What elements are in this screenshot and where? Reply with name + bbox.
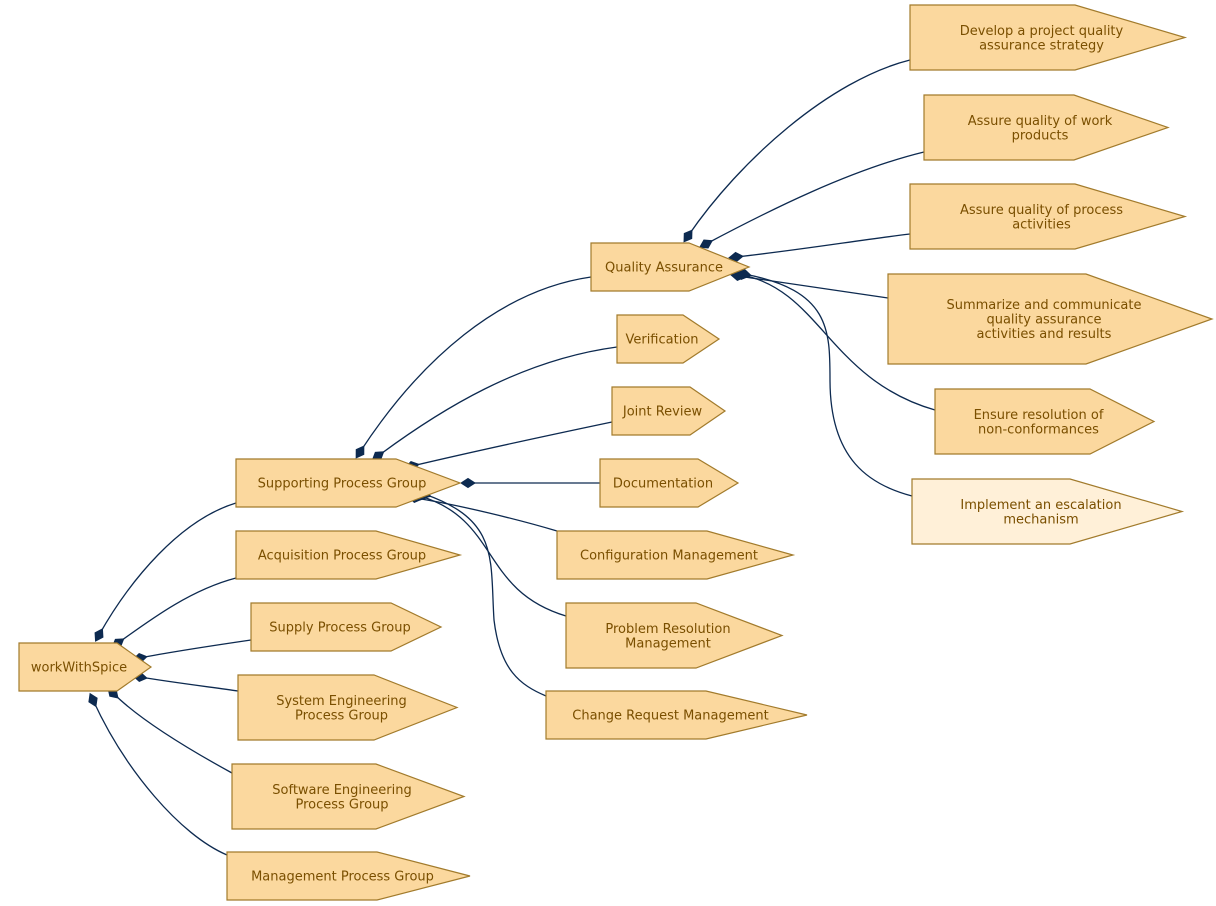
edge-qa-qa1	[687, 59, 911, 237]
node-label: Problem Resolution	[605, 622, 730, 637]
node-label: Process Group	[295, 708, 388, 723]
node-shape	[545, 690, 808, 740]
node-label: quality assurance	[986, 313, 1101, 328]
node-label: Supply Process Group	[269, 621, 410, 636]
node-label: Supporting Process Group	[258, 477, 427, 492]
composition-diamond-icon	[355, 445, 365, 459]
node-label: Management	[625, 636, 711, 651]
edge-root-acq	[117, 577, 237, 644]
node-joint[interactable]: Joint Review	[611, 386, 727, 436]
edge-qa-qa3	[735, 233, 911, 258]
node-label: Implement an escalation	[960, 498, 1121, 513]
node-label: Software Engineering	[272, 783, 411, 798]
node-shape	[599, 458, 740, 508]
node-shape	[911, 478, 1185, 545]
node-support[interactable]: Supporting Process Group	[235, 458, 462, 508]
node-label: Assure quality of work	[968, 114, 1113, 129]
node-shape	[611, 386, 727, 436]
edge-qa-qa4	[737, 275, 889, 299]
node-shape	[556, 530, 796, 580]
node-shape	[616, 314, 721, 364]
node-label: activities	[1012, 217, 1071, 232]
composition-diamond-icon	[88, 692, 98, 708]
edge-root-sweng	[112, 692, 233, 774]
composition-diamond-icon	[683, 229, 693, 243]
nodes-layer: workWithSpice Supporting Process GroupAcq…	[18, 4, 1214, 901]
node-shape	[226, 851, 471, 901]
edge-root-supply	[139, 639, 252, 659]
edge-support-verif	[377, 346, 618, 457]
edge-root-support	[98, 502, 237, 636]
node-shape	[250, 602, 443, 652]
edge-support-problem	[419, 495, 567, 617]
composition-diamond-icon	[699, 239, 713, 249]
composition-diamond-icon	[94, 628, 104, 642]
node-label: Joint Review	[622, 405, 703, 420]
node-label: Verification	[625, 333, 698, 348]
edge-qa-qa5	[741, 274, 936, 411]
node-shape	[909, 183, 1188, 250]
edge-root-mgmt	[92, 699, 228, 856]
node-label: workWithSpice	[31, 661, 127, 676]
node-doc[interactable]: Documentation	[599, 458, 740, 508]
node-shape	[909, 4, 1188, 71]
node-label: Change Request Management	[572, 709, 768, 724]
node-label: Ensure resolution of	[974, 408, 1104, 423]
node-label: Acquisition Process Group	[258, 549, 426, 564]
node-label: Management Process Group	[251, 870, 434, 885]
node-mgmt[interactable]: Management Process Group	[226, 851, 471, 901]
edges-layer	[88, 59, 936, 856]
node-shape	[887, 273, 1214, 365]
edge-support-joint	[411, 421, 613, 467]
node-shape	[235, 530, 463, 580]
edge-qa-qa2	[705, 151, 925, 245]
composition-diamond-icon	[736, 268, 752, 280]
node-label: Summarize and communicate	[946, 298, 1141, 313]
node-shape	[565, 602, 784, 669]
node-label: non-conformances	[978, 422, 1099, 437]
node-label: Quality Assurance	[605, 261, 723, 276]
node-label: Documentation	[613, 477, 713, 492]
node-label: Assure quality of process	[960, 203, 1123, 218]
node-label: Develop a project quality	[960, 24, 1124, 39]
node-change[interactable]: Change Request Management	[545, 690, 808, 740]
node-shape	[923, 94, 1170, 161]
node-root[interactable]: workWithSpice	[18, 642, 153, 692]
node-shape	[235, 458, 462, 508]
edge-qa-qa6	[743, 273, 913, 497]
node-shape	[934, 388, 1156, 455]
node-label: activities and results	[977, 327, 1112, 342]
node-label: assurance strategy	[979, 38, 1104, 53]
edge-support-qa	[359, 276, 592, 453]
node-label: System Engineering	[276, 694, 407, 709]
node-label: Process Group	[295, 797, 388, 812]
composition-diamond-icon	[460, 477, 476, 489]
node-label: mechanism	[1003, 512, 1078, 527]
node-verif[interactable]: Verification	[616, 314, 721, 364]
node-qa[interactable]: Quality Assurance	[590, 242, 751, 292]
node-acq[interactable]: Acquisition Process Group	[235, 530, 463, 580]
edge-support-change	[423, 493, 547, 697]
edge-support-config	[414, 497, 558, 532]
edge-root-syseng	[139, 676, 239, 692]
node-shape	[237, 674, 459, 741]
node-label: products	[1012, 128, 1069, 143]
node-label: Configuration Management	[580, 549, 758, 564]
node-shape	[590, 242, 751, 292]
node-shape	[231, 763, 466, 830]
composition-diamond-icon	[728, 251, 744, 263]
node-config[interactable]: Configuration Management	[556, 530, 796, 580]
node-shape	[18, 642, 153, 692]
node-supply[interactable]: Supply Process Group	[250, 602, 443, 652]
